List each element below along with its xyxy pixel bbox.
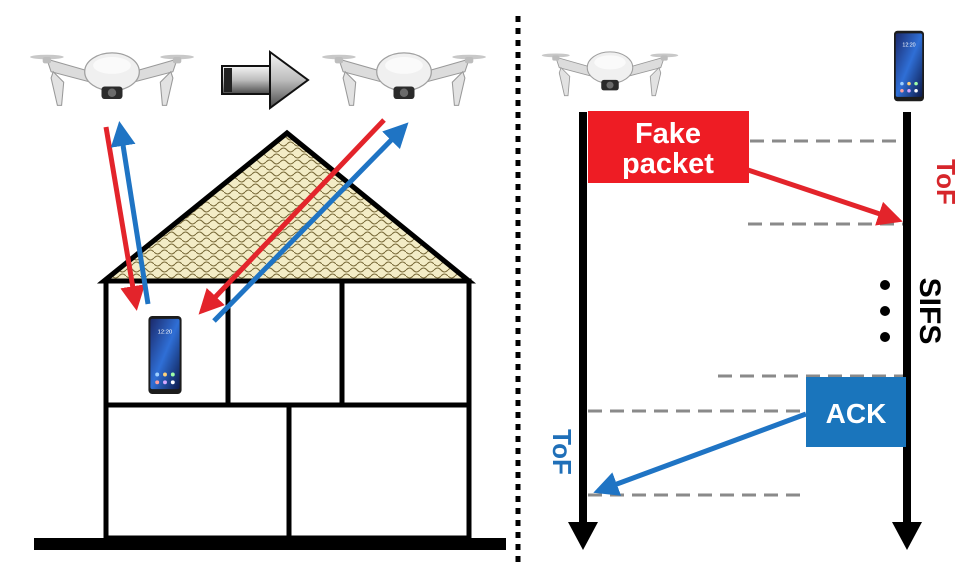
fake-packet-arrow: [747, 167, 903, 226]
red-signal-arrow: [198, 118, 386, 315]
tof-right-label: ToF: [931, 159, 961, 205]
timing-diagram: Fake packet ToF SIFS ACK ToF: [541, 30, 961, 550]
drone-icon: [321, 52, 487, 106]
fake-packet-label-line2: packet: [622, 148, 714, 180]
movement-arrow-icon: [221, 50, 310, 110]
fake-packet-label-line1: Fake: [635, 118, 701, 150]
ack-box: ACK: [806, 377, 906, 447]
blue-signal-arrow: [212, 122, 409, 323]
ground-line: [34, 538, 506, 550]
blue-signal-arrow: [110, 121, 151, 305]
drone-house-scenario: [29, 50, 506, 550]
ellipsis-dots: [880, 280, 890, 342]
dashed-markers: [588, 139, 903, 497]
ack-label: ACK: [826, 398, 887, 429]
red-signal-arrow: [103, 126, 146, 311]
fake-packet-box: Fake packet: [588, 111, 749, 183]
house-roof: [96, 129, 477, 284]
phone-icon: [894, 30, 924, 102]
phone-timeline: [892, 112, 922, 550]
drone-icon: [29, 52, 195, 106]
sifs-label: SIFS: [913, 278, 946, 345]
phone-icon: [148, 316, 182, 394]
tof-left-label: ToF: [547, 429, 577, 475]
drone-timeline: [568, 112, 598, 550]
ack-arrow: [593, 411, 807, 496]
drone-icon: [541, 51, 679, 97]
